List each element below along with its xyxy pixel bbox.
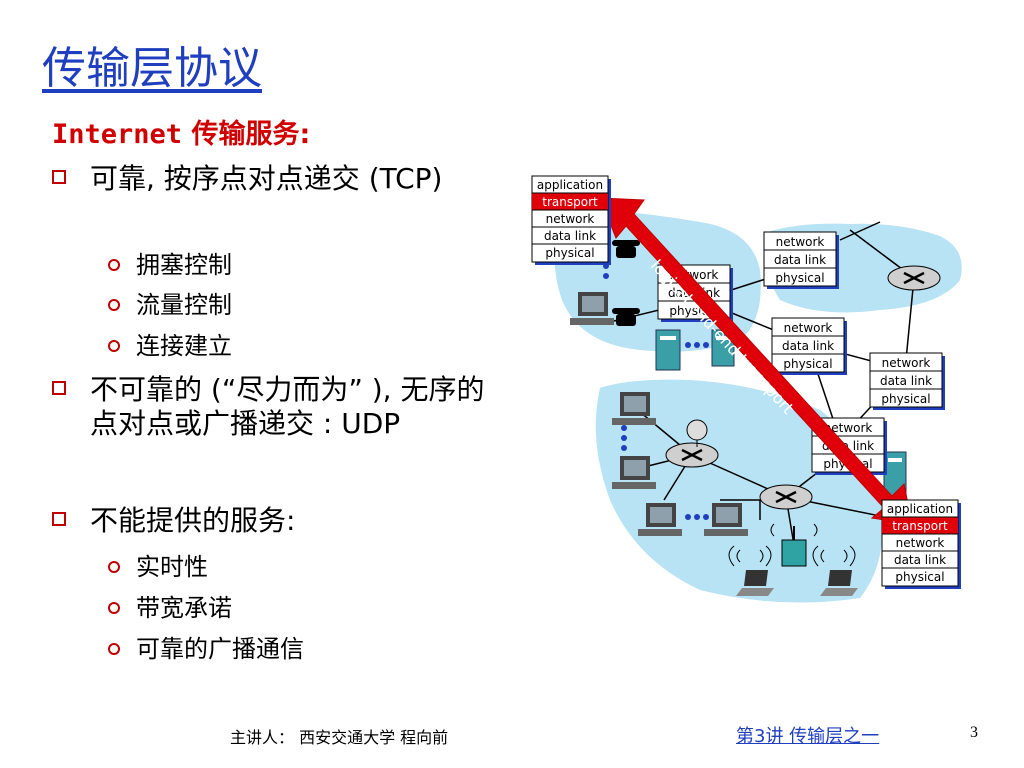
computer-icon bbox=[704, 503, 748, 536]
circle-bullet-icon bbox=[108, 602, 120, 614]
stack-layer-physical: physical bbox=[881, 392, 930, 406]
router-icons bbox=[665, 265, 941, 510]
bullet-text: 拥塞控制 bbox=[136, 251, 232, 279]
router-icon bbox=[759, 484, 813, 510]
computer-icon bbox=[612, 392, 656, 425]
bullet-text: 带宽承诺 bbox=[136, 594, 232, 622]
phone-icons bbox=[612, 240, 640, 326]
stack-layer-network: network bbox=[776, 235, 825, 249]
host-stack-right: application transport network data link … bbox=[881, 499, 961, 589]
circle-bullet-icon bbox=[108, 561, 120, 573]
router-stack: network data link physical bbox=[771, 317, 847, 375]
phone-icon bbox=[612, 308, 640, 326]
circle-bullet-icon bbox=[108, 643, 120, 655]
base-station-icon bbox=[781, 526, 807, 567]
circle-bullet-icon bbox=[108, 299, 120, 311]
stack-layer-application: application bbox=[887, 502, 953, 516]
bullet-text: 不能提供的服务: bbox=[90, 504, 296, 537]
stack-layer-application: application bbox=[537, 178, 603, 192]
circle-bullet-icon bbox=[108, 340, 120, 352]
subheading: Internet 传输服务: bbox=[52, 112, 310, 151]
stack-layer-physical: physical bbox=[545, 246, 594, 260]
wireless-wave-icons bbox=[728, 523, 856, 567]
bullet-text: 可靠的广播通信 bbox=[136, 635, 304, 663]
host-stack-left: application transport network data link … bbox=[531, 175, 611, 265]
stack-layer-data-link: data link bbox=[894, 553, 946, 567]
laptop-icon bbox=[736, 570, 774, 596]
stack-layer-network: network bbox=[784, 321, 833, 335]
computer-icon bbox=[570, 292, 614, 325]
computer-icon bbox=[638, 503, 682, 536]
square-bullet-icon bbox=[52, 170, 66, 184]
stack-layer-data-link: data link bbox=[782, 339, 834, 353]
stack-layer-data-link: data link bbox=[544, 229, 596, 243]
stack-layer-data-link: data link bbox=[880, 374, 932, 388]
circle-bullet-icon bbox=[108, 259, 120, 271]
stack-layer-network: network bbox=[896, 536, 945, 550]
router-stack: network data link physical bbox=[763, 231, 839, 289]
footer-lecture-link[interactable]: 第3讲 传输层之一 bbox=[736, 726, 880, 747]
subheading-prefix: Internet bbox=[52, 119, 183, 150]
stack-layer-data-link: data link bbox=[774, 253, 826, 267]
ellipsis-dots bbox=[603, 253, 709, 520]
square-bullet-icon bbox=[52, 381, 66, 395]
server-icons bbox=[655, 329, 907, 501]
stack-layer-physical: physical bbox=[783, 357, 832, 371]
subheading-rest: 传输服务: bbox=[182, 119, 311, 150]
computer-icons bbox=[570, 292, 748, 536]
stack-layer-transport: transport bbox=[542, 195, 598, 209]
laptop-icons bbox=[736, 570, 858, 596]
page-number: 3 bbox=[970, 724, 978, 741]
router-icon bbox=[887, 265, 941, 291]
satellite-dish-icon bbox=[686, 419, 708, 447]
laptop-icon bbox=[820, 570, 858, 596]
phone-icon bbox=[612, 240, 640, 258]
router-stack: network data link physical bbox=[869, 352, 945, 410]
stack-layer-transport: transport bbox=[892, 519, 948, 533]
computer-icon bbox=[612, 456, 656, 489]
bullet-text: 流量控制 bbox=[136, 291, 232, 319]
page-title: 传输层协议 bbox=[42, 43, 262, 94]
stack-layer-network: network bbox=[882, 356, 931, 370]
bullet-text: 连接建立 bbox=[136, 332, 232, 360]
square-bullet-icon bbox=[52, 512, 66, 526]
footer-presenter: 主讲人： 西安交通大学 程向前 bbox=[230, 728, 449, 747]
stack-layer-physical: physical bbox=[895, 570, 944, 584]
bullet-text: 可靠, 按序点对点递交 (TCP) bbox=[90, 162, 443, 195]
bullet-text: 实时性 bbox=[136, 553, 208, 581]
bullet-text: 不可靠的 (“尽力而为” ), 无序的点对点或广播递交 : UDP bbox=[90, 373, 485, 440]
router-icon bbox=[665, 442, 719, 468]
server-icon bbox=[655, 329, 681, 371]
host-stacks: application transport network data link … bbox=[531, 175, 961, 589]
stack-layer-physical: physical bbox=[775, 271, 824, 285]
stack-layer-network: network bbox=[824, 421, 873, 435]
stack-layer-network: network bbox=[546, 212, 595, 226]
